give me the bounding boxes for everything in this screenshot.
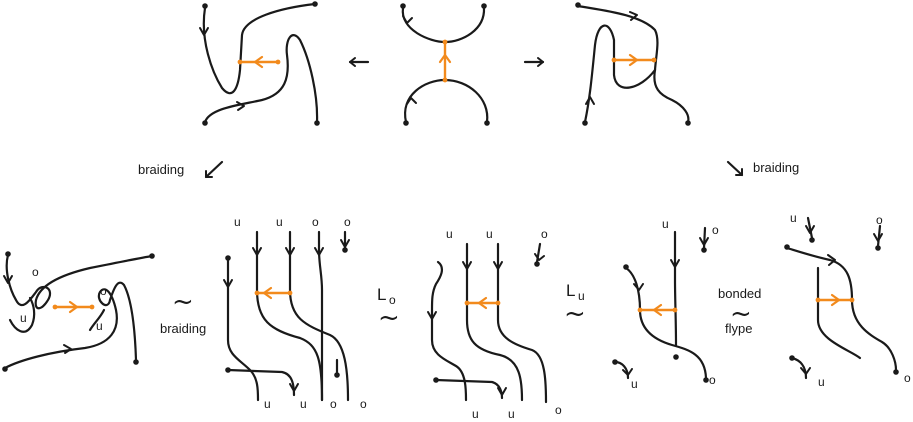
- tilde-symbol: ~: [378, 303, 400, 333]
- relation-L-u: L u ~: [564, 281, 586, 329]
- relation-bonded-flype: bonded ~ flype: [718, 286, 761, 336]
- mark-o: o: [541, 227, 548, 241]
- mark-o: o: [100, 284, 107, 298]
- mark-u: u: [486, 227, 493, 241]
- braiding-arrow-left: braiding: [138, 160, 224, 179]
- mark-u: u: [790, 211, 797, 225]
- mark-o: o: [712, 223, 719, 237]
- bottom-tangle-1: o o u u: [2, 251, 155, 372]
- arrow-right: [523, 57, 545, 67]
- top-left-tangle: [199, 1, 320, 126]
- mark-u: u: [446, 227, 453, 241]
- mark-u: u: [234, 215, 241, 229]
- L-subscript-o: o: [389, 293, 396, 307]
- bottom-tangle-4: u o u o: [612, 217, 719, 391]
- mark-u: u: [508, 407, 515, 421]
- relation-L-o: L o ~: [377, 285, 400, 333]
- mark-u: u: [264, 397, 271, 411]
- mark-o: o: [312, 215, 319, 229]
- mark-u: u: [818, 375, 825, 389]
- L-symbol: L: [377, 285, 386, 304]
- top-right-tangle: [575, 2, 691, 126]
- L-symbol: L: [566, 281, 575, 300]
- mark-o: o: [344, 215, 351, 229]
- mark-o: o: [876, 213, 883, 227]
- tilde-symbol: ~: [172, 287, 194, 317]
- mark-o: o: [904, 371, 911, 385]
- mark-u: u: [472, 407, 479, 421]
- mark-o: o: [330, 397, 337, 411]
- tilde-symbol: ~: [730, 299, 752, 329]
- mark-o: o: [709, 373, 716, 387]
- bonded-label: bonded: [718, 286, 761, 301]
- relation-braiding: ~ braiding: [160, 287, 206, 336]
- mark-o: o: [360, 397, 367, 411]
- mark-o: o: [32, 265, 39, 279]
- bottom-tangle-5: u o u o: [784, 211, 911, 389]
- braiding-label-bottom: braiding: [160, 321, 206, 336]
- mark-u: u: [631, 377, 638, 391]
- bottom-braid-3: u u o u u o: [427, 227, 562, 421]
- braiding-arrow-right: braiding: [726, 160, 799, 177]
- mark-u: u: [300, 397, 307, 411]
- mark-u: u: [96, 319, 103, 333]
- mark-u: u: [276, 215, 283, 229]
- bottom-braid-2: u u o o u u o o: [223, 215, 367, 411]
- mark-u: u: [20, 311, 27, 325]
- L-subscript-u: u: [578, 289, 585, 303]
- mark-o: o: [555, 403, 562, 417]
- flype-label: flype: [725, 321, 752, 336]
- braiding-label-left: braiding: [138, 162, 184, 177]
- braiding-label-right: braiding: [753, 160, 799, 175]
- top-center-bonded-tangle: [400, 3, 490, 126]
- tilde-symbol: ~: [564, 299, 586, 329]
- arrow-left: [348, 57, 370, 67]
- mark-u: u: [662, 217, 669, 231]
